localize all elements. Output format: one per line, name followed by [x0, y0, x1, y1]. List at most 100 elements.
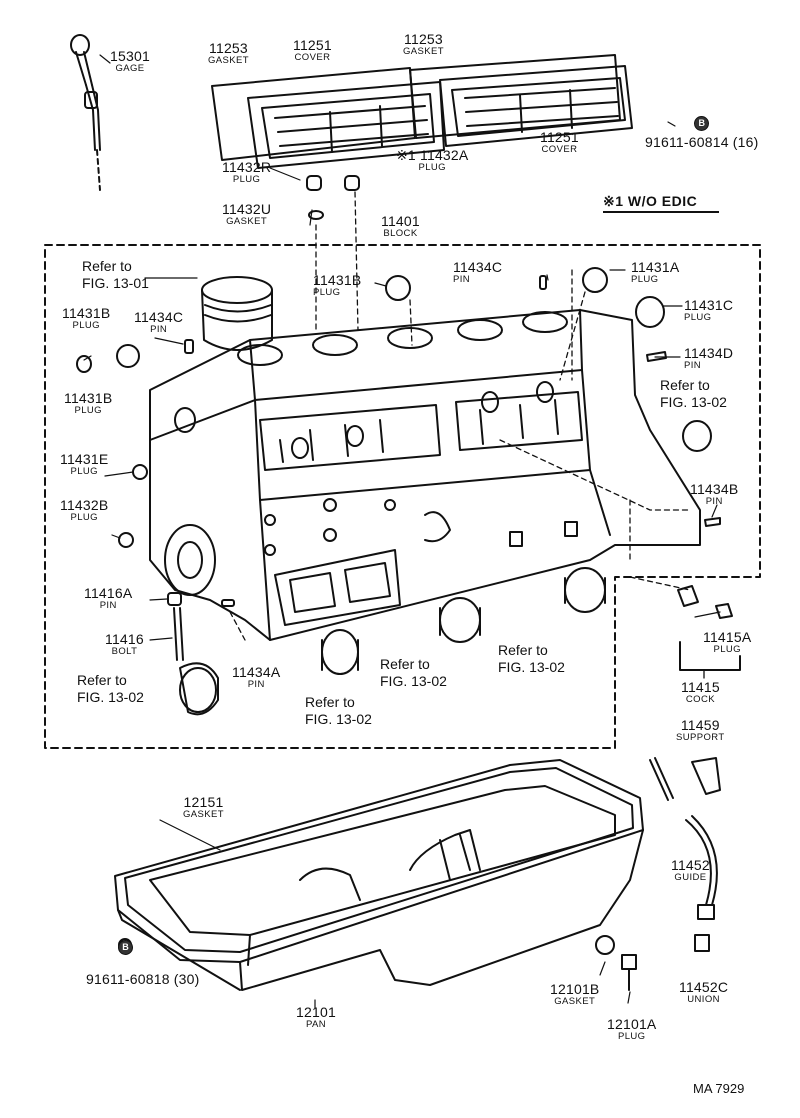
part-name: PAN	[305, 1019, 326, 1030]
callout-11253-gasket-left: 11253 GASKET	[208, 41, 249, 66]
gage-drawing	[70, 34, 101, 191]
ref-fig-13-02-b2: Refer to FIG. 13-02	[305, 694, 372, 728]
callout-11432R-plug: 11432R PLUG	[222, 160, 271, 185]
ref-fig-13-02-b4: Refer to FIG. 13-02	[498, 642, 565, 676]
part-name: PLUG	[713, 644, 741, 655]
ref-fig-13-02-b1: Refer to FIG. 13-02	[77, 672, 144, 706]
part-name: PLUG	[313, 287, 341, 298]
part-number: 11432A	[420, 147, 469, 163]
part-number: 11431C	[684, 297, 734, 313]
callout-11415-cock: 11415 COCK	[681, 680, 720, 705]
figure-code: MA 7929	[693, 1081, 745, 1096]
part-name: GAGE	[115, 63, 145, 74]
callout-11253-gasket-right: 11253 GASKET	[403, 32, 444, 57]
edic-marker: ※1	[396, 147, 416, 163]
callout-11251-cover-bottom: 11251 COVER	[540, 130, 579, 155]
callout-91611-60814: B 91611-60814 (16)	[645, 114, 758, 149]
callout-11401-block: 11401 BLOCK	[381, 214, 420, 239]
part-number: 11251	[293, 37, 332, 53]
part-number: 11432U	[222, 201, 272, 217]
callout-12151-gasket: 12151 GASKET	[183, 795, 224, 820]
ref-line1: Refer to	[82, 258, 132, 274]
top-plugs-drawing	[306, 175, 721, 527]
part-name: BOLT	[111, 646, 138, 657]
guide-drawing	[649, 757, 721, 952]
part-number: 11434C	[134, 309, 184, 325]
callout-11431B-plug-left2: 11431B PLUG	[64, 391, 112, 416]
part-number: 11416	[105, 631, 144, 647]
part-number: 12101	[296, 1004, 336, 1020]
callout-11432B-plug: 11432B PLUG	[60, 498, 108, 523]
note-underline	[603, 211, 719, 213]
part-number: 11452	[671, 857, 710, 873]
part-number: 12151	[183, 794, 224, 810]
b-circle-icon: B	[694, 116, 710, 131]
ref-line2: FIG. 13-02	[660, 394, 727, 410]
part-number: 12101A	[607, 1016, 657, 1032]
callout-11434C-pin-top: 11434C PIN	[453, 260, 502, 285]
part-number: 11416A	[84, 585, 133, 601]
part-number: 11434C	[453, 259, 503, 275]
ref-line2: FIG. 13-01	[82, 275, 149, 291]
leader-lines	[83, 54, 721, 1009]
part-name: PLUG	[232, 174, 261, 185]
part-name: PLUG	[74, 405, 102, 416]
bearings-drawing	[179, 567, 606, 716]
b-circle-icon: B	[118, 940, 133, 955]
callout-91611-60818: 91611-60818 (30)	[86, 972, 199, 986]
part-number: 11253	[404, 31, 443, 47]
part-number: 11431B	[313, 272, 362, 288]
part-name: COVER	[294, 52, 331, 63]
ref-line1: Refer to	[77, 672, 127, 688]
callout-11415A-plug: 11415A PLUG	[703, 630, 751, 655]
oil-pan-drawing	[114, 759, 644, 991]
ref-line1: Refer to	[660, 377, 710, 393]
part-name: GASKET	[554, 996, 596, 1007]
part-number: 91611-60814 (16)	[645, 134, 759, 150]
part-name: PLUG	[617, 1031, 646, 1042]
callout-11452-guide: 11452 GUIDE	[671, 858, 710, 883]
part-name: PLUG	[684, 312, 712, 323]
part-name: PLUG	[70, 512, 98, 523]
part-number: 11401	[381, 213, 420, 229]
ref-fig-13-02-b3: Refer to FIG. 13-02	[380, 656, 447, 690]
part-number: 11431B	[62, 305, 111, 321]
part-number: 11415A	[703, 629, 752, 645]
part-name: PIN	[453, 274, 471, 285]
part-name: UNION	[687, 994, 720, 1005]
part-name: PIN	[247, 679, 265, 690]
part-number: 11459	[680, 717, 720, 733]
ref-fig-13-01: Refer to FIG. 13-01	[82, 258, 149, 292]
assembly-boundary	[44, 244, 761, 749]
part-number: 11415	[681, 679, 720, 695]
part-number: 11431E	[60, 451, 109, 467]
callout-15301-gage: 15301 GAGE	[110, 49, 150, 74]
callout-11431E-plug: 11431E PLUG	[60, 452, 108, 477]
part-number: 11431A	[631, 259, 680, 275]
part-name: GASKET	[403, 46, 444, 57]
part-name: PIN	[684, 360, 702, 371]
callout-11434B-pin: 11434B PIN	[690, 482, 738, 507]
callout-11251-cover-top: 11251 COVER	[293, 38, 332, 63]
part-name: GUIDE	[674, 872, 707, 883]
ref-line1: Refer to	[498, 642, 548, 658]
piston-drawing	[201, 276, 273, 351]
callout-12101-pan: 12101 PAN	[296, 1005, 336, 1030]
part-name: COCK	[685, 694, 715, 705]
part-name: BLOCK	[383, 228, 418, 239]
ref-line2: FIG. 13-02	[498, 659, 565, 675]
callout-11432U-gasket: 11432U GASKET	[222, 202, 271, 227]
ref-fig-13-02-right: Refer to FIG. 13-02	[660, 377, 727, 411]
part-name: PLUG	[72, 320, 100, 331]
part-name: GASKET	[226, 216, 268, 227]
part-number: 11431B	[64, 390, 113, 406]
part-number: 11251	[540, 129, 579, 145]
part-name: PIN	[99, 600, 117, 611]
drain-cock-drawing	[677, 585, 741, 679]
part-number: 11452C	[679, 979, 729, 995]
part-number: 91611-60818 (30)	[86, 971, 200, 987]
part-number: 11432B	[60, 497, 109, 513]
callout-11434A-pin: 11434A PIN	[232, 665, 280, 690]
side-cover-drawing	[211, 54, 633, 169]
